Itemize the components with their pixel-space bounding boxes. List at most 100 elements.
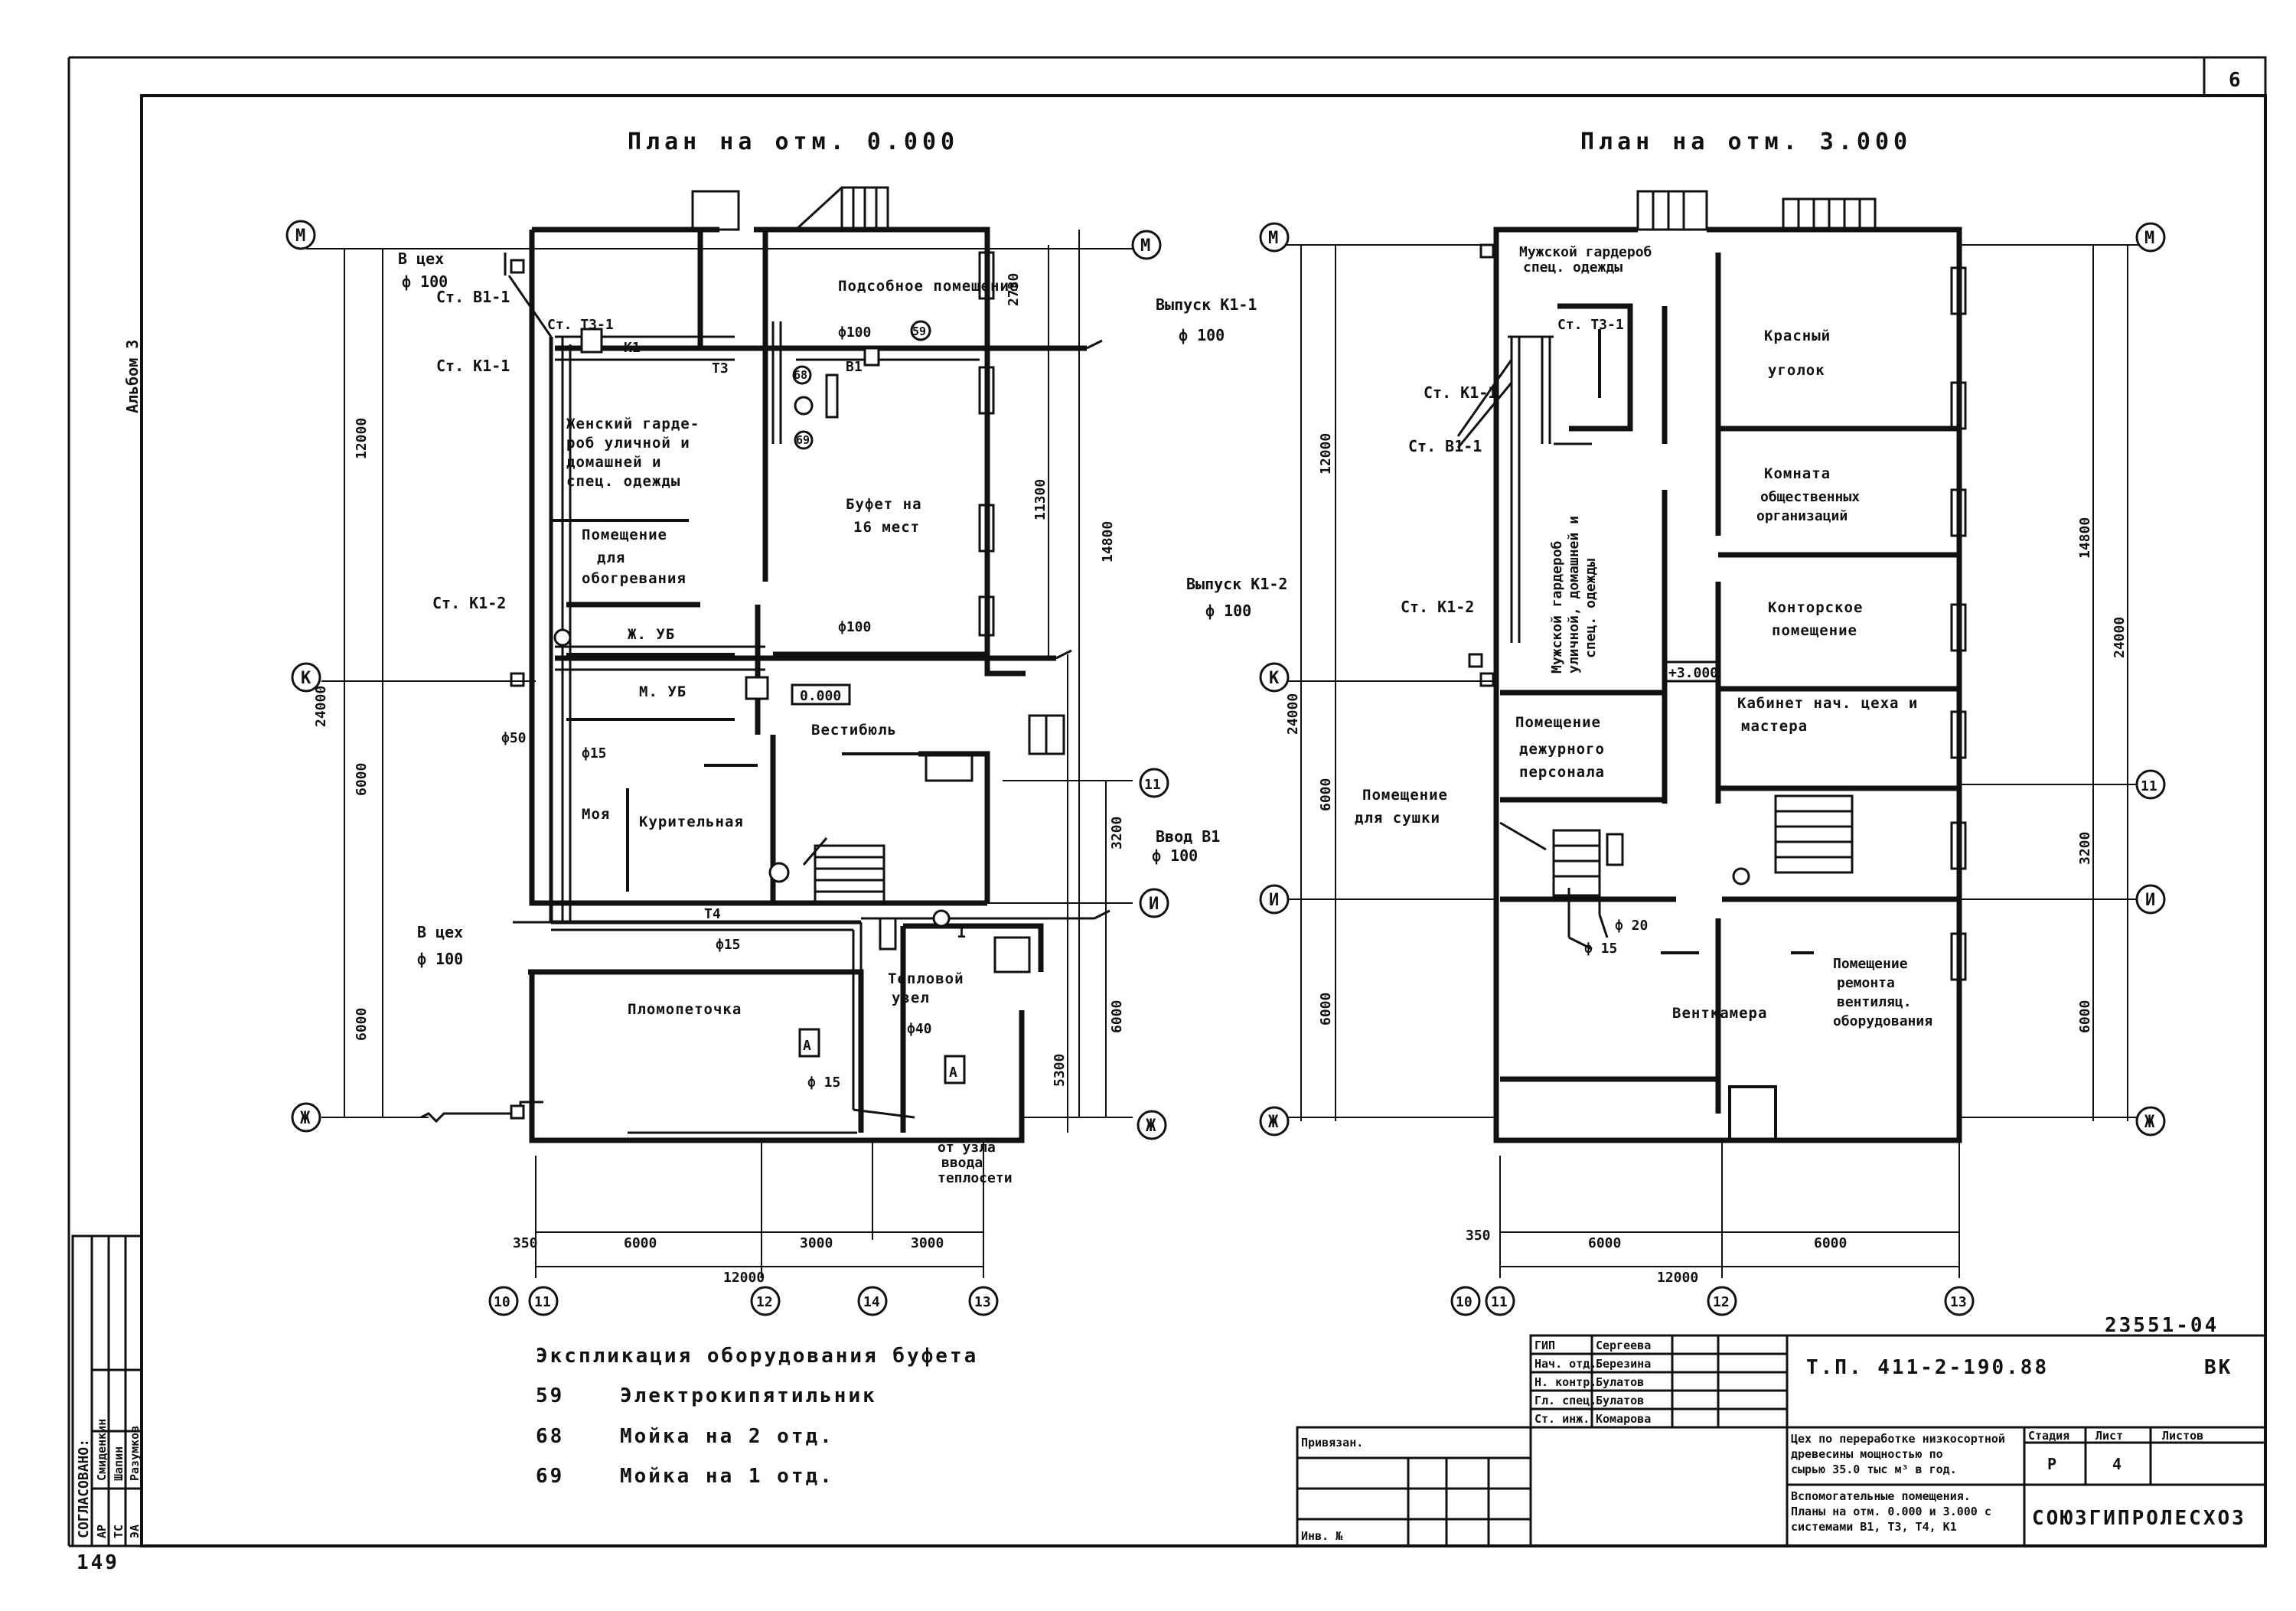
label-d100-d: ф 100 [1205, 602, 1251, 620]
axis-left-13: 13 [974, 1294, 991, 1310]
room-public-org-3: организаций [1756, 508, 1848, 524]
room-warming-2: для [597, 550, 625, 566]
signer-role-1: ГИП [1534, 1339, 1555, 1352]
approval-title: СОГЛАСОВАНО: [76, 1439, 92, 1538]
room-heat-unit-1: Тепловой [888, 970, 964, 987]
label-r-st-k1-1: Ст. К1-1 [1424, 383, 1497, 402]
room-warming-3: обогревания [582, 570, 687, 587]
approval-block: СОГЛАСОВАНО: АР Смиденкин ТС Шапин ЭА Ра… [71, 1234, 143, 1547]
plan-right: План на отм. 3.000 [1259, 129, 2166, 1316]
archive-number: 23551-04 [2105, 1314, 2219, 1337]
label-mark-69: 69 [796, 433, 810, 447]
label-mark-68: 68 [794, 368, 807, 382]
dim-right-350: 350 [1466, 1228, 1491, 1244]
dim-left-12000-v: 12000 [354, 418, 370, 459]
axis-left-11: 11 [534, 1294, 551, 1310]
room-laundry: Пломопеточка [628, 1001, 742, 1018]
axis-right-13: 13 [1950, 1294, 1967, 1310]
label-t3: Т3 [712, 360, 729, 377]
label-t4: Т4 [704, 906, 721, 922]
stage-label: Стадия [2028, 1429, 2069, 1443]
legend-num-1: 59 [536, 1384, 564, 1407]
dim-right-3200: 3200 [2077, 832, 2093, 865]
room-buffet-2: 16 мест [853, 519, 920, 536]
label-d50: ф50 [501, 730, 527, 746]
label-from-unit-3: теплосети [938, 1170, 1013, 1186]
axis-right-i-1: И [1269, 891, 1279, 910]
room-vent-repair-2: ремонта [1837, 975, 1895, 991]
axis-left-12: 12 [756, 1294, 773, 1310]
dim-left-5300: 5300 [1052, 1054, 1068, 1087]
label-mark-a-2: А [949, 1065, 957, 1081]
label-to-shop-top: В цех [398, 249, 444, 268]
legend: Экспликация оборудования буфета 59 Элект… [536, 1345, 976, 1488]
room-women-wardrobe-2: роб уличной и [566, 435, 690, 452]
dim-left-2730: 2730 [1006, 273, 1022, 306]
label-d15-a: ф15 [582, 745, 607, 761]
label-from-unit-1: от узла [938, 1140, 996, 1156]
axis-left-10: 10 [494, 1294, 510, 1310]
room-drying-1: Помещение [1362, 787, 1448, 804]
label-from-unit-2: ввода [941, 1155, 983, 1171]
sheets-label: Листов [2162, 1429, 2203, 1443]
legend-text-2: Мойка на 2 отд. [620, 1425, 834, 1448]
dim-left-6000-v2: 6000 [354, 1008, 370, 1041]
room-office-1: Конторское [1768, 599, 1863, 616]
label-d100-c: ф100 [838, 619, 871, 635]
room-chief-office-1: Кабинет нач. цеха и [1737, 695, 1918, 712]
label-r-st-t3-1: Ст. Т3-1 [1557, 317, 1624, 333]
dim-right-6000-h: 6000 [1588, 1235, 1621, 1251]
room-w-wc: Ж. УБ [628, 626, 675, 643]
room-wash: Моя [582, 806, 610, 823]
axis-right-zh-2: Ж [2144, 1113, 2155, 1132]
inv-no-label: Инв. № [1301, 1529, 1342, 1543]
label-r-level: +3.000 [1668, 665, 1718, 681]
label-mark-1: 1 [957, 923, 966, 941]
approval-name-1: Смиденкин [95, 1419, 109, 1481]
signer-role-3: Н. контр. [1534, 1375, 1596, 1389]
signer-name-4: Булатов [1596, 1394, 1644, 1407]
label-to-shop-bottom: В цех [417, 923, 463, 941]
room-drying-2: для сушки [1355, 810, 1440, 827]
room-duty-3: персонала [1519, 764, 1605, 781]
project-code: Т.П. 411-2-190.88 [1806, 1356, 2049, 1379]
plan-left-title: План на отм. 0.000 [628, 129, 959, 155]
dim-left-6000-v: 6000 [354, 763, 370, 796]
dim-right-14800: 14800 [2077, 517, 2093, 559]
project-name-3: сырью 35.0 тыс м³ в год. [1791, 1463, 1957, 1476]
room-duty-1: Помещение [1515, 714, 1601, 731]
room-vent-chamber: Венткамера [1672, 1005, 1767, 1022]
signer-role-4: Гл. спец. [1534, 1394, 1596, 1407]
dim-left-14800: 14800 [1100, 521, 1116, 563]
axis-left-k: К [301, 669, 311, 688]
label-mark-59: 59 [912, 324, 926, 338]
signer-name-3: Булатов [1596, 1375, 1644, 1389]
label-st-k1-1: Ст. К1-1 [436, 357, 510, 375]
axis-left-14: 14 [863, 1294, 880, 1310]
label-d100-e: ф 100 [1152, 846, 1198, 865]
album-label: Альбом 3 [123, 340, 142, 413]
signer-name-1: Сергеева [1596, 1339, 1651, 1352]
axis-right-m-1: М [1268, 229, 1278, 248]
label-outlet-k1-2: Выпуск К1-2 [1186, 575, 1287, 593]
dim-right-6000-v2: 6000 [1318, 993, 1334, 1026]
label-input-b1: Ввод В1 [1156, 827, 1220, 846]
legend-text-1: Электрокипятильник [620, 1384, 877, 1407]
room-public-org-1: Комната [1764, 465, 1831, 482]
label-r-d15: ф 15 [1584, 941, 1617, 957]
label-outlet-k1-1: Выпуск К1-1 [1156, 295, 1257, 314]
label-r-st-b1-1: Ст. В1-1 [1408, 437, 1482, 455]
label-d100-aux: ф100 [838, 324, 871, 341]
dim-right-24000-v: 24000 [1285, 693, 1301, 735]
project-name-2: древесины мощностью по [1791, 1447, 1943, 1461]
room-office-2: помещение [1772, 622, 1857, 639]
dim-right-12000-h: 12000 [1657, 1270, 1698, 1286]
dim-right-6000-h2: 6000 [1814, 1235, 1847, 1251]
axis-right-k: К [1269, 669, 1280, 688]
approval-dept-3: ЭА [128, 1525, 142, 1538]
room-warming-1: Помещение [582, 527, 667, 543]
label-mark-a-1: А [803, 1038, 811, 1054]
project-name-1: Цех по переработке низкосортной [1791, 1432, 2005, 1446]
dim-left-6000-h: 6000 [624, 1235, 657, 1251]
axis-right-i-2: И [2145, 891, 2155, 910]
